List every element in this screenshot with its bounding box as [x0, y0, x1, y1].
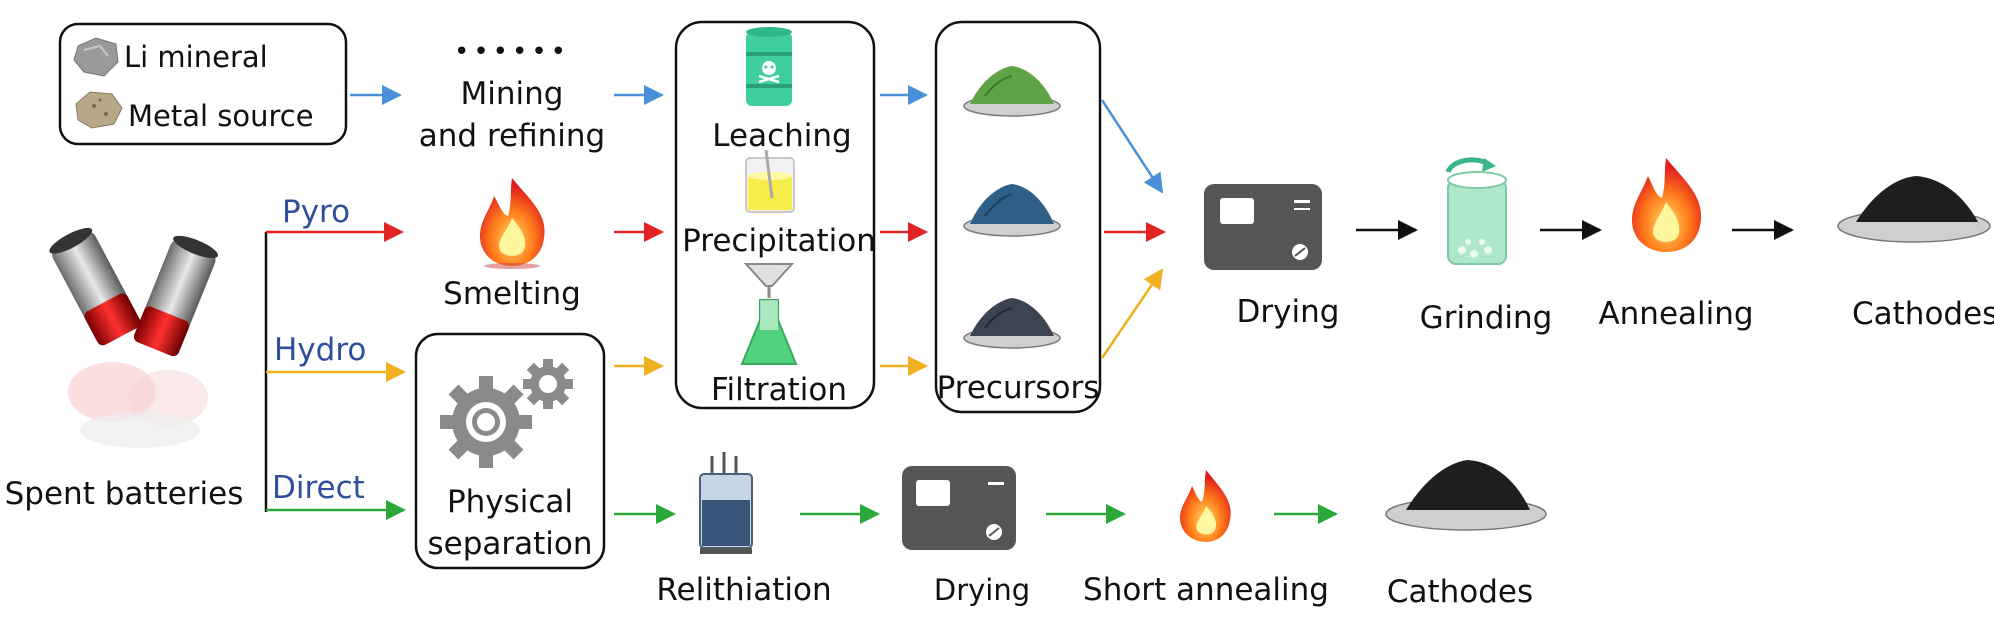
precipitation-label: Precipitation	[682, 223, 876, 259]
reactor-icon	[699, 452, 753, 554]
battery-icon	[49, 227, 218, 448]
precursors-yellow-arrow	[1100, 268, 1164, 359]
route-direct-label: Direct	[272, 470, 365, 506]
annealing-label: Annealing	[1598, 296, 1753, 332]
powder-icon	[963, 66, 1061, 117]
flame-icon	[1632, 158, 1702, 252]
legend-box: Li mineral Metal source	[58, 22, 348, 146]
legend-metal-source: Metal source	[128, 99, 314, 133]
precursors-blue-arrow	[1100, 99, 1164, 194]
flame-icon	[1180, 470, 1231, 542]
precursors-label: Precursors	[937, 370, 1100, 406]
legend-li-mineral: Li mineral	[124, 40, 268, 74]
filtration-label: Filtration	[711, 372, 847, 408]
barrel-icon	[746, 27, 792, 106]
mining-dots: ••••••	[454, 37, 570, 67]
flame-icon	[480, 178, 545, 269]
cathodes-direct-label: Cathodes	[1387, 574, 1533, 610]
beaker-icon	[745, 149, 795, 213]
drying-direct-label: Drying	[934, 573, 1030, 607]
cathode-powder-icon	[1837, 176, 1991, 243]
flask-icon	[740, 263, 798, 365]
refining-label: and refining	[419, 118, 605, 154]
drying-label: Drying	[1237, 294, 1340, 330]
oven-icon	[1204, 184, 1322, 270]
mining-label: Mining	[461, 76, 564, 112]
grinder-icon	[1445, 157, 1507, 265]
route-pyro-label: Pyro	[282, 194, 350, 230]
ore-icon	[75, 91, 123, 129]
physical-separation-box	[414, 332, 606, 570]
gears-icon	[440, 359, 573, 468]
smelting-label: Smelting	[443, 276, 581, 312]
powder-icon	[963, 184, 1061, 237]
rock-icon	[73, 37, 119, 77]
separation-label: separation	[427, 526, 592, 562]
precursors-box	[934, 20, 1102, 414]
short-annealing-label: Short annealing	[1083, 572, 1329, 608]
cathodes-label: Cathodes	[1852, 296, 1994, 332]
relithiation-label: Relithiation	[656, 572, 831, 608]
route-hydro-label: Hydro	[274, 332, 366, 368]
hydro-process-box	[674, 20, 876, 410]
grinding-label: Grinding	[1420, 300, 1553, 336]
powder-icon	[963, 298, 1061, 349]
physical-label: Physical	[447, 484, 573, 520]
oven-icon	[902, 466, 1016, 550]
leaching-label: Leaching	[712, 118, 851, 154]
cathode-powder-icon	[1385, 460, 1547, 531]
spent-batteries-label: Spent batteries	[5, 476, 244, 512]
